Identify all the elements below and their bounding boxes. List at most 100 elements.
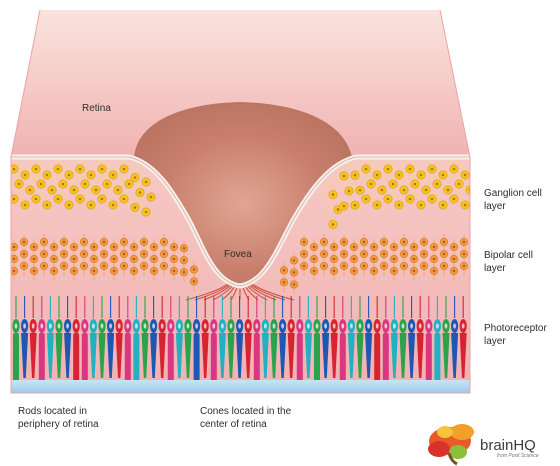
fovea-label: Fovea	[224, 249, 252, 262]
rod-segment	[314, 333, 320, 383]
ganglion-nucleus	[348, 190, 351, 193]
rod-segment	[340, 333, 346, 383]
bipolar-nucleus	[113, 246, 115, 248]
ganglion-nucleus	[409, 168, 412, 171]
bipolar-nucleus	[13, 258, 15, 260]
receptor-nucleus	[350, 323, 353, 328]
ganglion-nucleus	[73, 189, 76, 192]
ganglion-nucleus	[337, 208, 340, 211]
bipolar-nucleus	[363, 265, 365, 267]
bipolar-nucleus	[173, 270, 175, 272]
bipolar-nucleus	[403, 241, 405, 243]
ganglion-nucleus	[95, 189, 98, 192]
bipolar-nucleus	[43, 253, 45, 255]
ganglion-nucleus	[392, 183, 395, 186]
bipolar-nucleus	[23, 265, 25, 267]
brain-logo-icon	[428, 424, 474, 464]
receptor-nucleus	[281, 323, 284, 328]
ganglion-nucleus	[18, 183, 21, 186]
bipolar-nucleus	[33, 258, 35, 260]
ganglion-nucleus	[376, 174, 379, 177]
receptor-nucleus	[410, 323, 413, 328]
rod-segment	[13, 333, 19, 383]
bipolar-nucleus	[103, 265, 105, 267]
bipolar-nucleus	[173, 246, 175, 248]
bipolar-nucleus	[63, 241, 65, 243]
bipolar-nucleus	[153, 246, 155, 248]
bipolar-nucleus	[163, 265, 165, 267]
ganglion-nucleus	[414, 183, 417, 186]
bipolar-nucleus	[463, 253, 465, 255]
rod-segment	[125, 333, 131, 383]
bipolar-nucleus	[433, 258, 435, 260]
bipolar-nucleus	[73, 246, 75, 248]
bipolar-nucleus	[443, 241, 445, 243]
bipolar-nucleus	[313, 270, 315, 272]
rod-segment	[82, 333, 88, 383]
bipolar-nucleus	[123, 253, 125, 255]
ganglion-nucleus	[453, 198, 456, 201]
bipolar-nucleus	[153, 270, 155, 272]
receptor-nucleus	[195, 323, 198, 328]
bipolar-nucleus	[183, 259, 185, 261]
receptor-nucleus	[290, 323, 293, 328]
receptor-nucleus	[187, 323, 190, 328]
bipolar-nucleus	[313, 246, 315, 248]
rods-caption: Rods located inperiphery of retina	[18, 406, 99, 431]
bipolar-nucleus	[163, 253, 165, 255]
bipolar-nucleus	[83, 241, 85, 243]
bipolar-nucleus	[393, 246, 395, 248]
bipolar-nucleus	[373, 246, 375, 248]
bipolar-nucleus	[193, 280, 195, 282]
receptor-nucleus	[144, 323, 147, 328]
bipolar-nucleus	[43, 265, 45, 267]
bipolar-nucleus	[303, 253, 305, 255]
bipolar-nucleus	[143, 265, 145, 267]
ganglion-nucleus	[117, 189, 120, 192]
ganglion-nucleus	[134, 176, 137, 179]
ganglion-nucleus	[57, 168, 60, 171]
bipolar-nucleus	[343, 253, 345, 255]
bipolar-nucleus	[463, 241, 465, 243]
ganglion-nucleus	[387, 168, 390, 171]
ganglion-nucleus	[398, 174, 401, 177]
bipolar-nucleus	[333, 270, 335, 272]
ganglion-nucleus	[409, 198, 412, 201]
receptor-nucleus	[23, 323, 26, 328]
ganglion-nucleus	[106, 183, 109, 186]
receptor-nucleus	[32, 323, 35, 328]
bipolar-nucleus	[423, 253, 425, 255]
bipolar-nucleus	[173, 258, 175, 260]
rod-segment	[211, 333, 217, 383]
receptor-nucleus	[393, 323, 396, 328]
receptor-nucleus	[49, 323, 52, 328]
ganglion-nucleus	[354, 204, 357, 207]
bipolar-nucleus	[343, 265, 345, 267]
bipolar-nucleus	[323, 241, 325, 243]
receptor-nucleus	[427, 323, 430, 328]
ganglion-nucleus	[453, 168, 456, 171]
rod-segment	[254, 333, 260, 383]
rod-segment	[168, 333, 174, 383]
brand-name: brainHQ	[480, 437, 536, 454]
bipolar-nucleus	[413, 246, 415, 248]
bipolar-nucleus	[123, 265, 125, 267]
ganglion-nucleus	[68, 174, 71, 177]
bipolar-nucleus	[343, 241, 345, 243]
bipolar-nucleus	[293, 259, 295, 261]
ganglion-nucleus	[387, 198, 390, 201]
receptor-nucleus	[307, 323, 310, 328]
ganglion-nucleus	[381, 189, 384, 192]
bipolar-nucleus	[283, 281, 285, 283]
ganglion-nucleus	[101, 198, 104, 201]
bipolar-nucleus	[383, 241, 385, 243]
receptor-nucleus	[169, 323, 172, 328]
bipolar-nucleus	[443, 253, 445, 255]
ganglion-nucleus	[420, 174, 423, 177]
bipolar-nucleus	[93, 258, 95, 260]
bipolar-nucleus	[153, 258, 155, 260]
bipolar-nucleus	[83, 265, 85, 267]
ganglion-nucleus	[464, 204, 467, 207]
receptor-nucleus	[324, 323, 327, 328]
bipolar-nucleus	[423, 265, 425, 267]
